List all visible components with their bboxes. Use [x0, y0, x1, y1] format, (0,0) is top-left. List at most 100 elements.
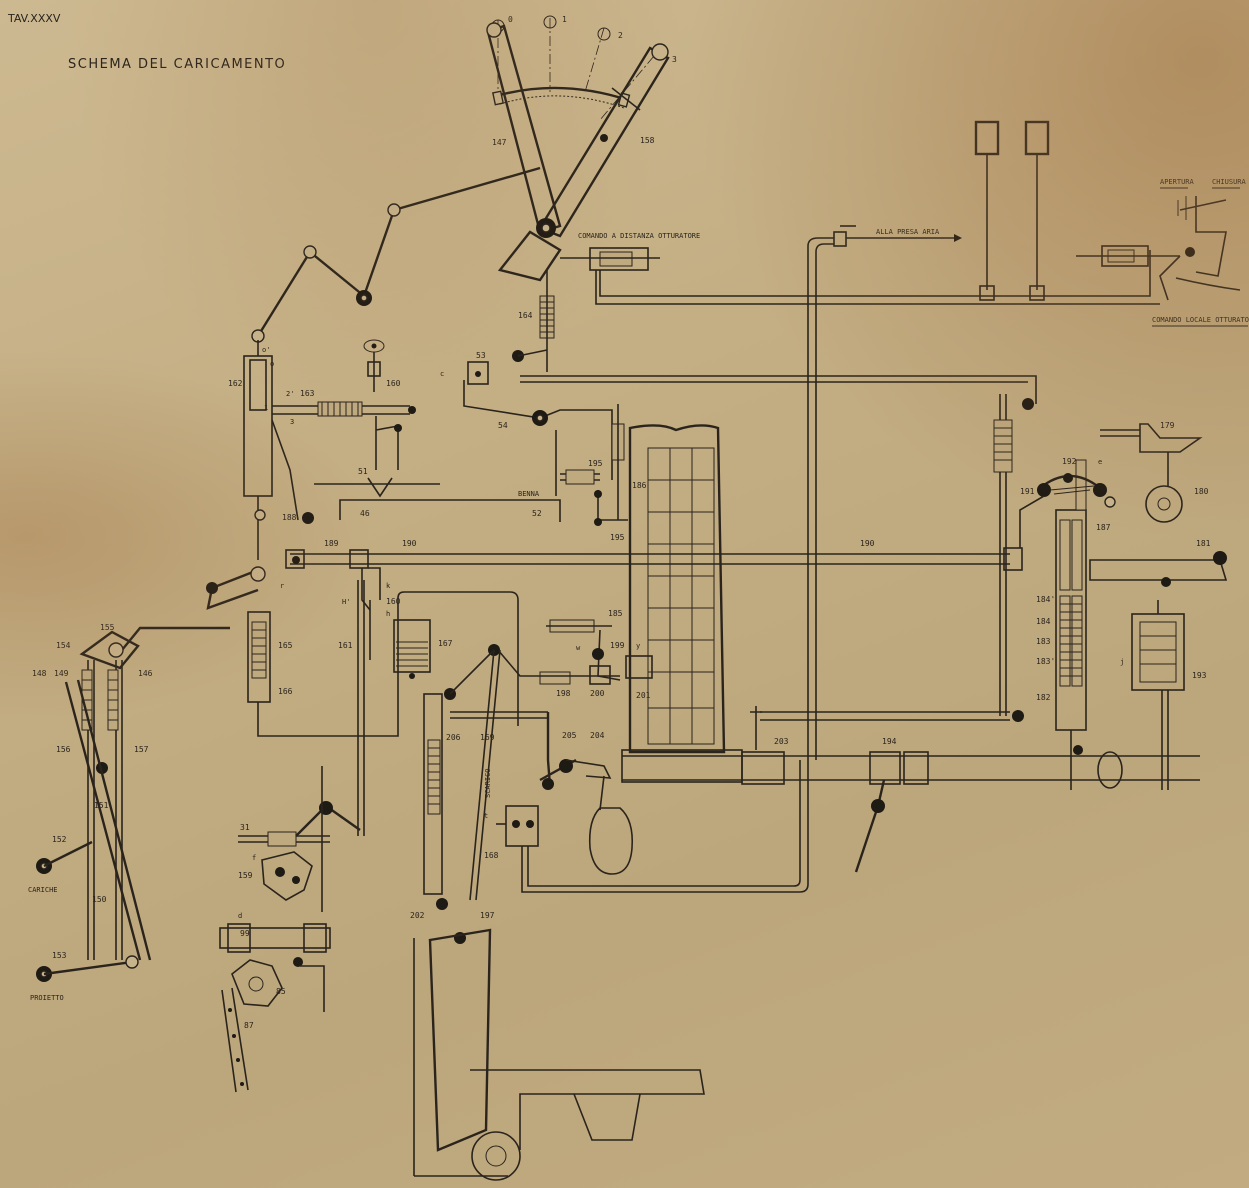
right-column-182-184: 184' 184 183 183' 182 181	[1036, 459, 1228, 790]
cariche-note: CARICHE	[28, 886, 58, 894]
part-169-label: 169	[480, 733, 495, 742]
plate-number: TAV.XXXV	[7, 12, 61, 25]
part-148-label: 148	[32, 669, 47, 678]
letter-3: 3	[290, 418, 294, 426]
part-195-upper-label: 195	[588, 459, 603, 468]
part-46-label: 46	[360, 509, 370, 518]
pedals	[974, 120, 1050, 305]
letter-hprime: H'	[342, 598, 350, 606]
benna-note: BENNA	[518, 490, 540, 498]
remote-shutter-command: COMANDO A DISTANZA OTTURATORE ALLA PRESA…	[560, 225, 1160, 760]
scarico-note: SCARICO	[484, 768, 492, 798]
sector-mark-1: 1	[562, 15, 567, 24]
part-160-lower-label: 160	[386, 597, 401, 606]
assembly-31-159: 31 f 159	[238, 766, 361, 912]
part-164-label: 164	[518, 311, 533, 320]
assembly-202-206: 206 169 202 197	[410, 649, 548, 944]
assembly-99-85-87: d 99 85 87	[219, 912, 331, 1093]
remote-command-note: COMANDO A DISTANZA OTTURATORE	[578, 232, 700, 240]
part-149-label: 149	[54, 669, 69, 678]
part-158-label: 158	[640, 136, 655, 145]
letter-f: f	[252, 854, 256, 862]
letter-r-upper: r	[280, 582, 284, 590]
part-168-label: 168	[484, 851, 499, 860]
part-188-label: 188	[282, 513, 297, 522]
drawing-title: SCHEMA DEL CARICAMENTO	[68, 57, 286, 72]
part-167-label: 167	[438, 639, 453, 648]
left-linkage: r 155 154 148 149 146 156 157 151 152 CA…	[28, 566, 284, 1002]
local-shutter-command: APERTURA CHIUSURA COMANDO LOCALE OTTURAT…	[1076, 178, 1249, 327]
part-204-label: 204	[590, 731, 605, 740]
sector-mark-2: 2	[618, 31, 623, 40]
part-31-label: 31	[240, 823, 250, 832]
part-190-left-label: 190	[402, 539, 417, 548]
part-151-label: 151	[94, 801, 109, 810]
proietto-note: PROIETTO	[30, 994, 64, 1002]
part-159-label: 159	[238, 871, 253, 880]
part-52-label: 52	[532, 509, 542, 518]
valve-168: t SCARICO 168	[484, 760, 809, 893]
tray-201: 201	[621, 424, 743, 783]
part-54-label: 54	[498, 421, 508, 430]
part-183prime-label: 183'	[1036, 657, 1055, 666]
part-203-label: 203	[774, 737, 789, 746]
part-192-label: 192	[1062, 457, 1077, 466]
part-154-label: 154	[56, 641, 71, 650]
assembly-179-180: 179 180	[1100, 421, 1209, 523]
part-193-label: 193	[1192, 671, 1207, 680]
loading-lever-sector: 0 1 2 3 147 158	[486, 15, 677, 282]
part-160-upper-label: 160	[386, 379, 401, 388]
assembly-185-200: 185 199 w y 198 200	[488, 609, 653, 698]
part-184prime-label: 184'	[1036, 595, 1055, 604]
part-152-label: 152	[52, 835, 67, 844]
part-53-label: 53	[476, 351, 486, 360]
reservoir-167: 167	[393, 619, 453, 679]
air-supply-note: ALLA PRESA ARIA	[876, 228, 940, 236]
letter-k: k	[386, 582, 391, 590]
part-201-label: 201	[636, 691, 651, 700]
chiusura-note: CHIUSURA	[1212, 178, 1247, 186]
shaft-190: 189 190 190 k h H' 160 161	[285, 539, 1023, 836]
part-157-label: 157	[134, 745, 149, 754]
part-180-label: 180	[1194, 487, 1209, 496]
part-85-label: 85	[276, 987, 286, 996]
part-166-label: 166	[278, 687, 293, 696]
part-146-label: 146	[138, 669, 153, 678]
bearing-193: j 193	[1120, 600, 1207, 790]
sector-mark-0: 0	[508, 15, 513, 24]
part-162-label: 162	[228, 379, 243, 388]
letter-c: c	[440, 370, 444, 378]
part-195-lower-label: 195	[610, 533, 625, 542]
letter-1: 1	[264, 404, 268, 412]
part-161-label: 161	[338, 641, 353, 650]
part-198-label: 198	[556, 689, 571, 698]
lower-shaft: 203 194	[622, 394, 1200, 873]
sector-mark-3: 3	[672, 55, 677, 64]
part-206-label: 206	[446, 733, 461, 742]
part-163-label: 163	[300, 389, 315, 398]
part-197-label: 197	[480, 911, 495, 920]
assembly-160-163: 160 163 2' 3 1 51 46 52 BENNA	[264, 339, 561, 522]
part-51-label: 51	[358, 467, 368, 476]
part-186-label: 186	[632, 481, 647, 490]
letter-y: y	[636, 642, 640, 650]
part-190-right-label: 190	[860, 539, 875, 548]
letter-o: o	[270, 360, 274, 368]
letter-t: t	[484, 812, 488, 820]
part-189-label: 189	[324, 539, 339, 548]
main-linkage	[251, 166, 541, 343]
part-99-label: 99	[240, 929, 250, 938]
cylinder-165-166: 165 166	[247, 591, 519, 737]
letter-oprime: o'	[262, 346, 270, 354]
column-162: 162 o' o 188	[228, 340, 314, 560]
part-183-label: 183	[1036, 637, 1051, 646]
apertura-note: APERTURA	[1160, 178, 1195, 186]
part-191-label: 191	[1020, 487, 1035, 496]
part-147-label: 147	[492, 138, 507, 147]
part-150-label: 150	[92, 895, 107, 904]
part-185-label: 185	[608, 609, 623, 618]
part-200-label: 200	[590, 689, 605, 698]
part-205-label: 205	[562, 731, 577, 740]
